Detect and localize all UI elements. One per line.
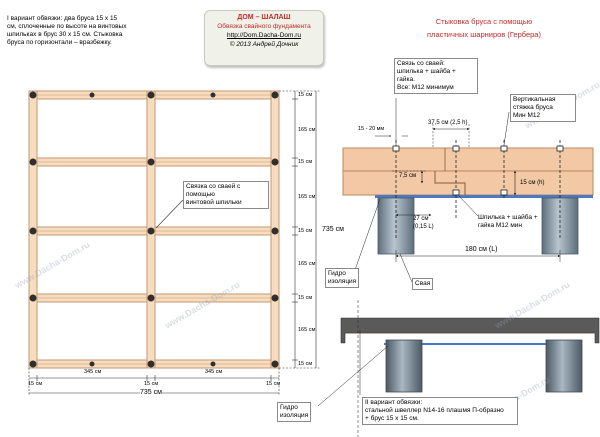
- dim-27: 27 см (0,15 L): [413, 215, 434, 231]
- dim-15h: 15 см (h): [520, 180, 545, 186]
- dim-b-3: 15 см: [144, 381, 159, 387]
- variant2-section: [317, 300, 600, 437]
- pile-dots: [29, 91, 279, 368]
- dim-b-4: 345 см: [205, 369, 223, 375]
- pile-note-line1: Связка со сваей с: [186, 183, 241, 190]
- stud-line2: гайка М12 мин: [478, 222, 523, 229]
- dim-b-1: 15 см: [28, 381, 43, 387]
- vert-line2: стяжка бруса: [513, 104, 553, 111]
- variant1-line4: бруса по горизонтали – вразбежку.: [7, 39, 112, 46]
- total-width-label: 735 см: [140, 389, 162, 397]
- joint-hydro-line1: Гидро: [328, 270, 346, 277]
- dim-r-4: 165 см: [298, 194, 316, 200]
- conn-line3: гайка.: [397, 76, 415, 83]
- conn-line4: Все: М12 минимум: [397, 84, 454, 91]
- joint-header-line1: Стыковка бруса с помощью: [435, 17, 533, 26]
- vert-line3: Мин М12: [513, 112, 541, 119]
- upper-beam: [342, 147, 594, 172]
- lap-joint: [434, 171, 466, 195]
- dim-b-5: 15 см: [266, 381, 281, 387]
- dim-b-2: 345 см: [84, 369, 102, 375]
- dim-27-b: (0,15 L): [413, 224, 434, 230]
- dim-180: 180 см (L): [465, 246, 498, 253]
- v2-hydro-line2: изоляция: [280, 412, 309, 419]
- title-line2: Обвязка свайного фундамента: [217, 23, 311, 30]
- pile-link-note: Связка со сваей с помощью винтовой шпиль…: [183, 181, 269, 209]
- v2-line1: II вариант обвязки:: [365, 399, 423, 406]
- title-copyright: © 2013 Андрей Дочник: [229, 41, 299, 48]
- v2-hydro-line1: Гидро: [280, 404, 298, 411]
- dim-15-20mm: 15 - 20 мм: [358, 126, 385, 132]
- plan-grid: [28, 90, 280, 369]
- v2-hydro-label: Гидро изоляция: [277, 402, 312, 422]
- dim-r-9: 15 см: [298, 361, 313, 367]
- title-block: ДОМ – ШАЛАШ Обвязка свайного фундамента …: [204, 10, 324, 66]
- conn-line1: Связь со сваей:: [397, 60, 445, 67]
- dim-7-5: 7,5 см: [399, 173, 417, 179]
- variant1-line3: шпильках в брус 30 х 15 см. Стыковка: [7, 31, 123, 38]
- dim-27-a: 27 см: [413, 216, 429, 222]
- joint-hydro-label: Гидро изоляция: [325, 268, 360, 288]
- dim-r-2: 165 см: [298, 127, 316, 133]
- plan-right-dimensions: [279, 90, 320, 369]
- joint-elevation: [342, 98, 594, 283]
- dim-r-7: 15 см: [298, 295, 313, 301]
- pile-note-line3: винтовой шпильки: [186, 199, 242, 206]
- v2-pile-right: [545, 339, 583, 393]
- variant1-note: I вариант обвязки: два бруса 15 х 15 см,…: [7, 15, 157, 47]
- pile-note-line2: помощью: [186, 191, 215, 198]
- variant1-line1: I вариант обвязки: два бруса 15 х 15: [7, 15, 118, 22]
- conn-line2: шпилька + шайба +: [397, 68, 456, 75]
- joint-hydro-line2: изоляция: [328, 278, 357, 285]
- pile-label: Свая: [412, 278, 434, 290]
- v2-line2: стальной швеллер N14-16 плашмя П-образно: [365, 407, 504, 414]
- dim-r-3: 15 см: [298, 159, 313, 165]
- vert-line1: Вертикальная: [513, 96, 556, 103]
- total-height-label: 735 см: [322, 226, 344, 234]
- joint-header: Стыковка бруса с помощью пластичных шарн…: [414, 15, 554, 41]
- title-line1: ДОМ – ШАЛАШ: [237, 14, 291, 21]
- v2-pile-left: [385, 339, 423, 393]
- pile-note-leader: [155, 199, 184, 229]
- dim-r-5: 15 см: [298, 228, 313, 234]
- variant2-note: II вариант обвязки: стальной швеллер N14…: [362, 397, 518, 425]
- vertical-tie-note: Вертикальная стяжка бруса Мин М12: [510, 94, 576, 122]
- v2-hydro-strip: [384, 343, 574, 345]
- joint-header-line2: пластичных шарниров (Гербера): [427, 30, 541, 39]
- dim-r-8: 165 см: [298, 327, 316, 333]
- variant1-line2: см, сплоченные по высоте на винтовых: [7, 23, 127, 30]
- dim-r-1: 15 см: [298, 92, 313, 98]
- stud-note: Шпилька + шайба + гайка М12 мин: [478, 214, 538, 230]
- title-url[interactable]: http://Dom.Dacha-Dom.ru: [226, 32, 302, 39]
- joint-hydro-strip: [375, 195, 593, 198]
- v2-line3: + брус 15 х 15 см.: [365, 415, 419, 422]
- stud-line1: Шпилька + шайба +: [478, 214, 538, 221]
- v2-steel-channel: [340, 317, 600, 344]
- dim-37-5: 37,5 см (2,5 h): [428, 120, 468, 126]
- pile-connection-note: Связь со сваей: шпилька + шайба + гайка.…: [394, 58, 478, 94]
- dim-r-6: 165 см: [298, 261, 316, 267]
- lower-beam: [342, 170, 594, 196]
